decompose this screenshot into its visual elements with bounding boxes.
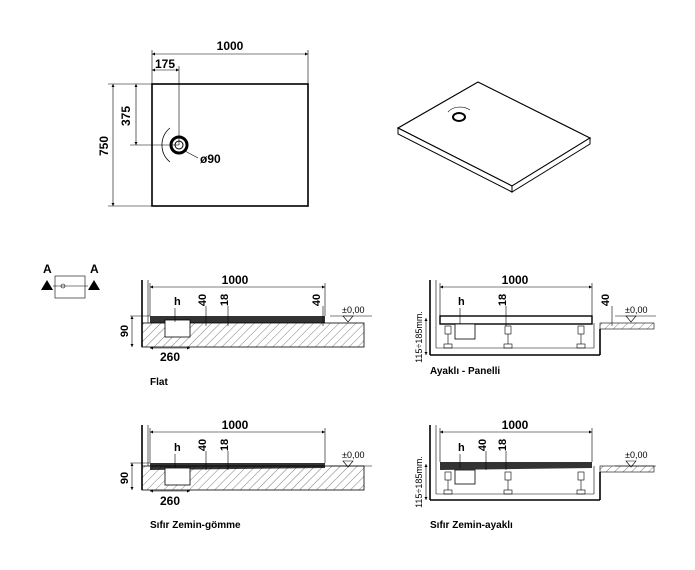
gomme-level: ±0,00 <box>342 450 364 460</box>
flat-level: ±0,00 <box>342 305 364 315</box>
flat-18: 18 <box>219 294 231 306</box>
section-flat: 1000 h 40 18 40 ±0,00 90 260 Flat <box>119 273 372 388</box>
gomme-h: h <box>174 442 181 454</box>
sifir-ayakli-h: h <box>458 442 465 454</box>
flat-title: Flat <box>150 377 168 388</box>
gomme-260: 260 <box>160 494 180 508</box>
gomme-title: Sıfır Zemin-gömme <box>150 520 241 531</box>
marker-a-right: A <box>90 262 99 276</box>
sifir-ayakli-range: 115÷185mm. <box>414 456 424 508</box>
drain-y-offset: 375 <box>119 106 133 126</box>
height-dimension: 750 <box>97 136 111 156</box>
flat-h: h <box>174 296 181 308</box>
drain-icon <box>169 135 189 155</box>
flat-260: 260 <box>160 350 180 364</box>
panelli-18: 18 <box>497 294 509 306</box>
gomme-40: 40 <box>197 439 209 451</box>
section-ayakli-panelli: 1000 h 18 40 ±0,00 115÷185mm. Ayaklı - P… <box>414 273 656 377</box>
section-sifir-gomme: 1000 h 40 18 ±0,00 90 260 Sıfır Zemin-gö… <box>119 418 372 531</box>
drain-arc <box>161 127 171 163</box>
leg <box>576 471 586 495</box>
leg <box>503 325 513 349</box>
section-sifir-ayakli: 1000 h 40 18 ±0,00 115÷185mm. Sıfır Zemi… <box>414 418 656 531</box>
flat-40b: 40 <box>311 294 323 306</box>
top-view: 1000 175 375 750 ø90 <box>97 39 309 207</box>
flat-length: 1000 <box>222 273 249 287</box>
sifir-ayakli-40: 40 <box>477 439 489 451</box>
panelli-title: Ayaklı - Panelli <box>430 366 500 377</box>
leg <box>503 471 513 495</box>
sifir-ayakli-length: 1000 <box>502 418 529 432</box>
sifir-ayakli-18: 18 <box>497 439 509 451</box>
flat-40: 40 <box>197 294 209 306</box>
panelli-length: 1000 <box>502 273 529 287</box>
leg <box>576 325 586 349</box>
panelli-range: 115÷185mm. <box>414 311 424 363</box>
drain-iso-icon <box>452 112 466 122</box>
sifir-ayakli-title: Sıfır Zemin-ayaklı <box>430 520 513 531</box>
section-marker: A A <box>41 262 100 299</box>
gomme-18: 18 <box>219 439 231 451</box>
drain-diameter: ø90 <box>200 152 221 166</box>
drain-x-offset: 175 <box>155 57 175 71</box>
leg <box>443 325 453 349</box>
sifir-ayakli-level: ±0,00 <box>625 450 647 460</box>
panelli-h: h <box>458 296 465 308</box>
marker-a-left: A <box>43 262 52 276</box>
panelli-40: 40 <box>600 294 612 306</box>
gomme-90: 90 <box>119 472 131 484</box>
width-dimension: 1000 <box>217 39 244 53</box>
leg <box>443 471 453 495</box>
gomme-length: 1000 <box>222 418 249 432</box>
flat-90: 90 <box>119 325 131 337</box>
isometric-view <box>396 81 592 193</box>
panelli-level: ±0,00 <box>625 305 647 315</box>
